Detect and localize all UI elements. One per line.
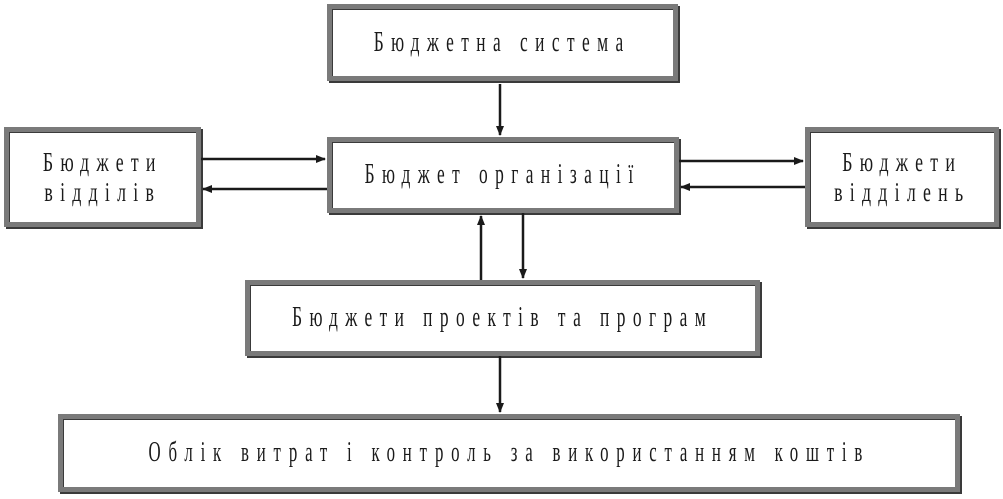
dept-budgets-label-line2: відділів — [44, 177, 161, 207]
projects-budgets-box: Бюджети проектів та програм — [245, 280, 760, 356]
division-budgets-label: Бюджети відділень — [834, 147, 970, 207]
budget-system-box: Бюджетна система — [327, 4, 678, 81]
projects-budgets-label: Бюджети проектів та програм — [291, 302, 714, 333]
accounting-control-box: Облік витрат і контроль за використанням… — [58, 414, 960, 492]
division-budgets-box: Бюджети відділень — [805, 127, 999, 227]
accounting-control-label: Облік витрат і контроль за використанням… — [148, 437, 870, 468]
dept-budgets-label-line1: Бюджети — [42, 147, 163, 177]
dept-budgets-box: Бюджети відділів — [4, 127, 201, 227]
org-budget-box: Бюджет організації — [327, 137, 679, 213]
org-budget-label: Бюджет організації — [365, 159, 642, 190]
division-budgets-label-line2: відділень — [833, 177, 971, 207]
budget-system-label: Бюджетна система — [374, 26, 631, 58]
dept-budgets-label: Бюджети відділів — [43, 147, 163, 207]
division-budgets-label-line1: Бюджети — [842, 147, 962, 177]
